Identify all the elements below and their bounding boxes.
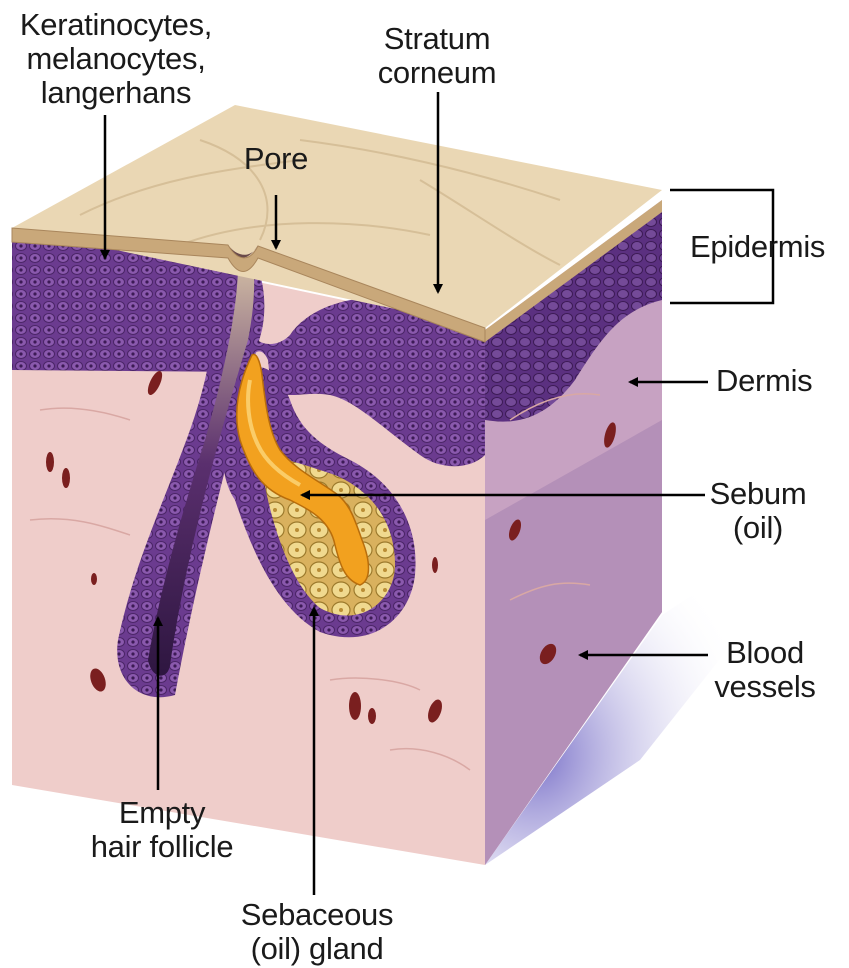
label-pore: Pore	[226, 142, 326, 176]
label-sebaceous-gland: Sebaceous (oil) gland	[222, 898, 412, 966]
label-stratum-corneum: Stratum corneum	[352, 22, 522, 90]
blood-vessel	[62, 468, 70, 488]
label-dermis: Dermis	[716, 364, 812, 398]
label-sebum: Sebum (oil)	[702, 477, 814, 545]
blood-vessel	[349, 692, 361, 720]
label-blood-vessels: Blood vessels	[705, 636, 825, 704]
blood-vessel	[432, 557, 438, 573]
blood-vessel	[46, 452, 54, 472]
blood-vessel	[91, 573, 97, 585]
label-epidermis: Epidermis	[690, 230, 825, 264]
blood-vessel	[368, 708, 376, 724]
label-hair-follicle: Empty hair follicle	[72, 796, 252, 864]
label-keratinocytes: Keratinocytes, melanocytes, langerhans	[0, 8, 232, 110]
